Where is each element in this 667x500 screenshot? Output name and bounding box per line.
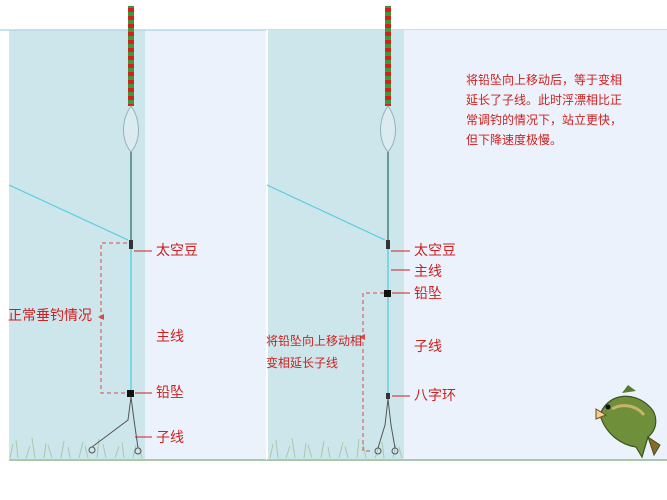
fish-icon — [595, 385, 661, 459]
left-hook-b — [134, 447, 142, 455]
right-label-sinker: 铅坠 — [414, 286, 442, 302]
left-rod-line — [8, 184, 129, 241]
right-label-swivel: 八字环 — [414, 388, 456, 404]
left-label-space-bean: 太空豆 — [156, 243, 198, 259]
left-label-situation: 正常垂钓情况 — [8, 308, 92, 324]
right-hook-a — [374, 447, 382, 455]
left-label-sub-line: 子线 — [156, 430, 184, 446]
right-sinker — [384, 290, 391, 297]
left-sinker — [127, 390, 134, 397]
left-grass — [9, 437, 143, 459]
left-sub-line-a — [91, 396, 132, 448]
right-hook-b — [391, 447, 399, 455]
left-sub-line-b — [130, 396, 139, 449]
right-swivel — [386, 393, 390, 399]
right-float-top — [385, 6, 391, 106]
right-bracket-arrow — [359, 334, 365, 340]
right-label-space-bean: 太空豆 — [414, 243, 456, 259]
left-space-bean — [129, 240, 133, 249]
right-rod-line — [266, 184, 386, 241]
left-label-main-line: 主线 — [156, 329, 184, 345]
right-space-bean — [386, 240, 390, 249]
right-grass — [269, 437, 403, 459]
left-water-column — [9, 30, 145, 460]
description-text: 将铅坠向上移动后，等于变相延长了子线。此时浮漂相比正常调钓的情况下，站立更快，但… — [466, 73, 623, 147]
right-hook-line-a — [377, 398, 389, 449]
right-label-main-line: 主线 — [414, 264, 442, 280]
move-sinker-note: 将铅坠向上移动相变相延长子线 — [266, 334, 363, 370]
left-bracket-arrow — [98, 314, 104, 320]
right-hook-line-b — [387, 398, 396, 449]
left-float-top — [128, 6, 134, 106]
left-label-sinker: 铅坠 — [156, 385, 184, 401]
right-water-column — [267, 30, 404, 460]
right-bracket — [362, 292, 384, 452]
left-hook-a — [88, 446, 96, 454]
right-label-sub-line: 子线 — [414, 339, 442, 355]
